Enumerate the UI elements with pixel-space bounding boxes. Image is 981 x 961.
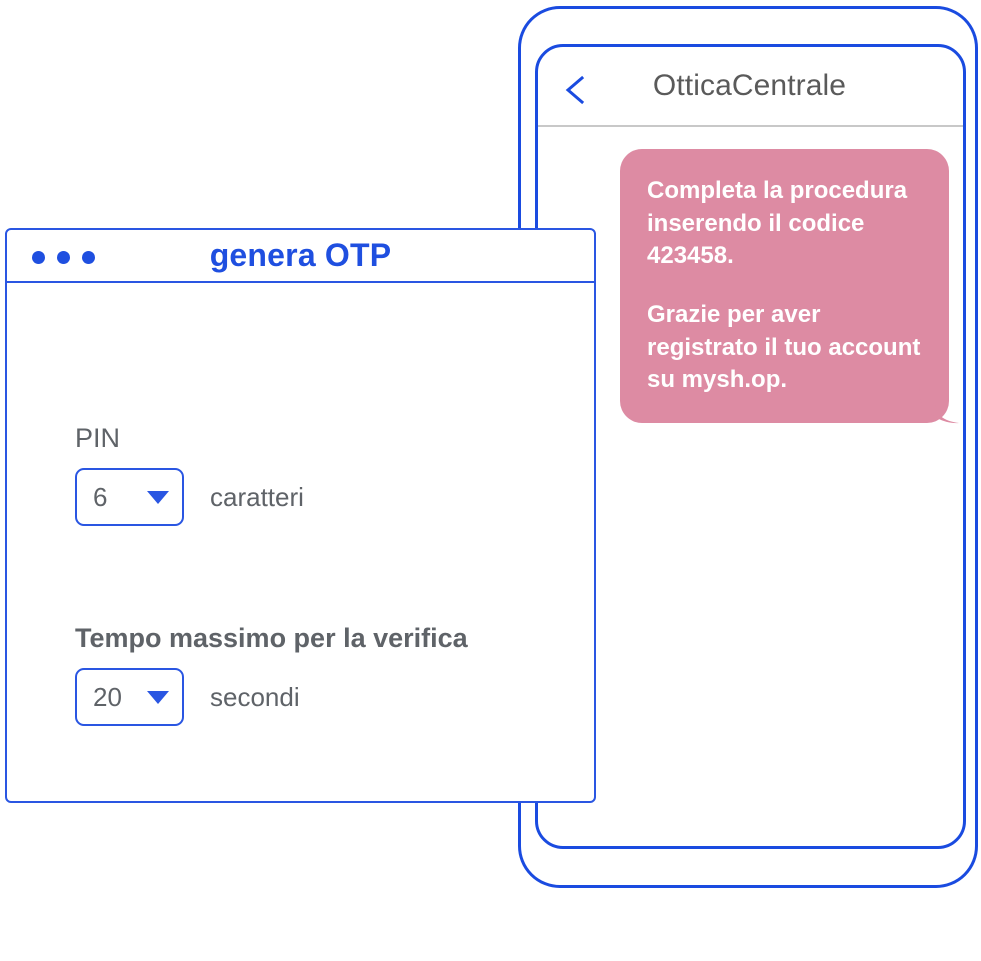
chevron-down-icon[interactable]	[147, 490, 169, 504]
pin-field-group: PIN 6 caratteri	[75, 423, 304, 526]
timeout-seconds-select[interactable]: 20	[75, 668, 184, 726]
phone-app-header: OtticaCentrale	[538, 47, 963, 127]
chevron-down-icon[interactable]	[147, 690, 169, 704]
window-dot-1[interactable]	[32, 251, 45, 264]
window-dot-2[interactable]	[57, 251, 70, 264]
page-title: OtticaCentrale	[652, 69, 847, 102]
pin-length-select[interactable]: 6	[75, 468, 184, 526]
window-control-dots[interactable]	[32, 251, 95, 264]
window-titlebar: genera OTP	[7, 230, 594, 283]
timeout-field-row: 20 secondi	[75, 668, 468, 726]
message-paragraph-1: Completa la procedura inserendo il codic…	[647, 177, 908, 270]
timeout-unit-label: secondi	[210, 681, 300, 712]
sms-message-bubble: Completa la procedura inserendo il codic…	[620, 149, 959, 423]
chat-message-area: Completa la procedura inserendo il codic…	[538, 127, 963, 817]
chevron-left-icon[interactable]	[564, 75, 586, 105]
phone-screen: OtticaCentrale Completa la procedura ins…	[535, 44, 966, 849]
window-dot-3[interactable]	[82, 251, 95, 264]
bubble-tail-icon	[919, 382, 963, 425]
timeout-label: Tempo massimo per la verifica	[75, 623, 468, 653]
message-paragraph-2: Grazie per aver registrato il tuo accoun…	[647, 300, 921, 394]
otp-window-body: PIN 6 caratteri Tempo massimo per la ver…	[7, 283, 594, 801]
window-title: genera OTP	[209, 237, 392, 273]
pin-unit-label: caratteri	[210, 481, 304, 512]
pin-field-row: 6 caratteri	[75, 468, 304, 526]
otp-generator-window: genera OTP PIN 6 caratteri Tempo massimo…	[5, 228, 596, 803]
pin-length-value: 6	[93, 481, 108, 512]
timeout-field-group: Tempo massimo per la verifica 20 secondi	[75, 623, 468, 726]
timeout-seconds-value: 20	[93, 681, 122, 712]
pin-label: PIN	[75, 423, 121, 453]
